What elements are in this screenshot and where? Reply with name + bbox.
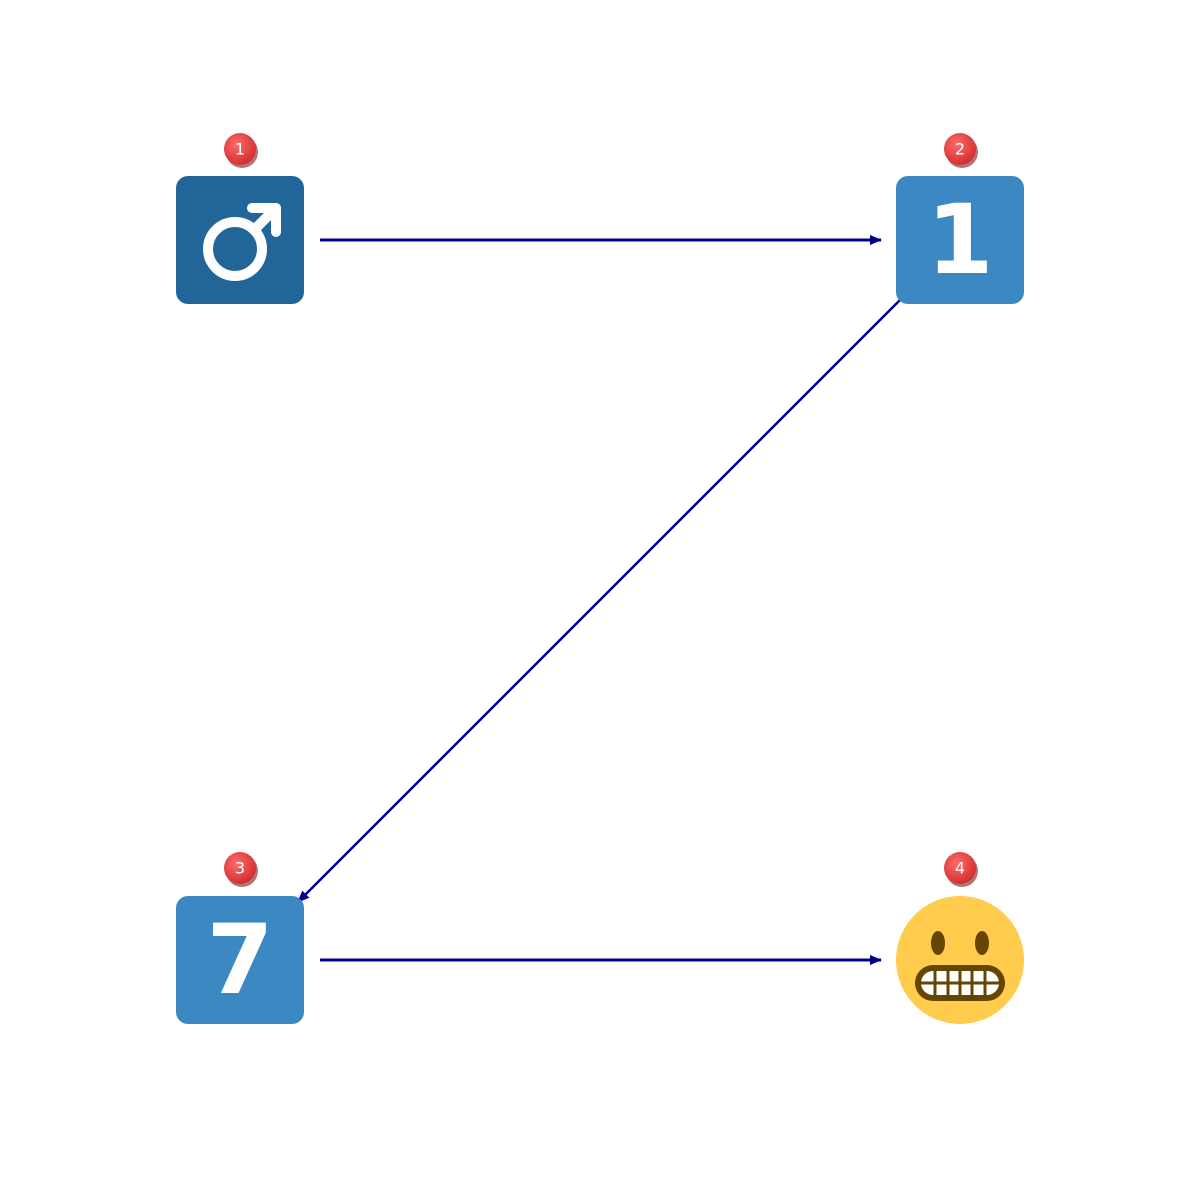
node-3[interactable]: 7 <box>176 896 304 1024</box>
svg-text:1: 1 <box>235 140 245 159</box>
keycap-digit-label: 7 <box>207 904 274 1016</box>
node-badge: 1 <box>224 133 258 168</box>
node-badge: 4 <box>944 852 978 887</box>
grimacing-face-icon <box>896 896 1024 1024</box>
node-badge: 2 <box>944 133 978 168</box>
svg-text:4: 4 <box>955 859 965 878</box>
edge-2-to-3 <box>297 299 901 903</box>
keycap-digit-one-icon <box>896 176 1024 304</box>
node-4[interactable] <box>896 896 1024 1024</box>
keycap-digit-seven-icon <box>176 896 304 1024</box>
male-sign-icon <box>176 176 304 304</box>
svg-text:3: 3 <box>235 859 245 878</box>
svg-text:2: 2 <box>955 140 965 159</box>
node-2[interactable]: 1 <box>896 176 1024 304</box>
node-badge: 3 <box>224 852 258 887</box>
keycap-digit-label: 1 <box>927 184 994 296</box>
node-1[interactable] <box>176 176 304 304</box>
